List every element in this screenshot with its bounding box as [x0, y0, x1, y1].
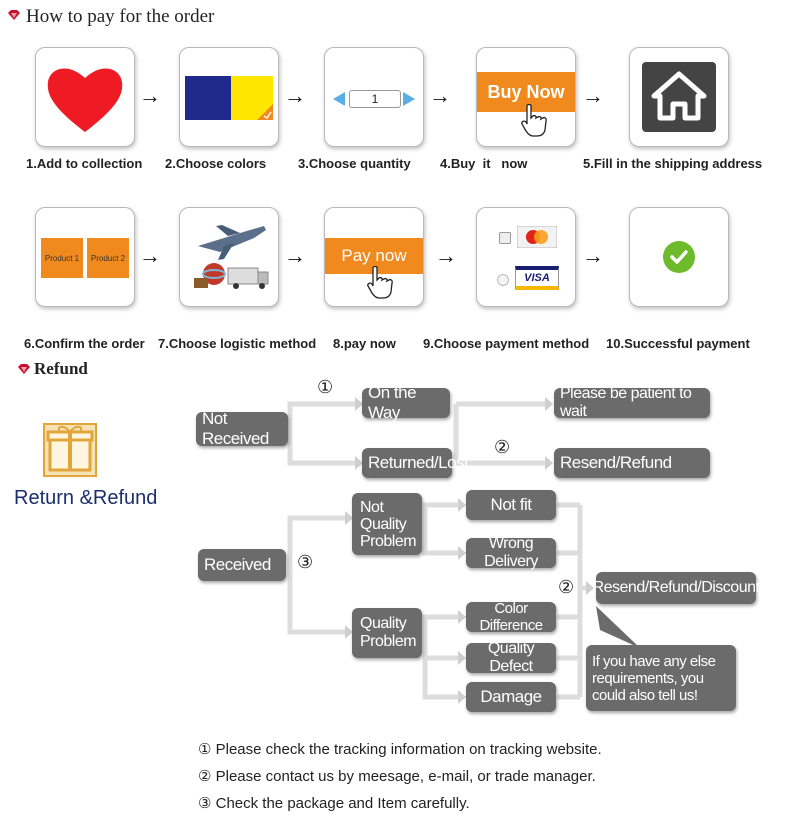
diamond-icon	[8, 10, 20, 20]
marker-2: ②	[494, 437, 511, 457]
step-10-box	[629, 207, 729, 307]
arrow-icon: →	[139, 243, 161, 268]
buy-now-button[interactable]: Buy Now	[477, 72, 575, 112]
step-9-box: VISA	[476, 207, 576, 307]
mastercard-icon	[517, 226, 557, 248]
product-1-card[interactable]: Product 1	[41, 238, 83, 278]
step-label: 10.Successful payment	[606, 336, 750, 351]
step-label: 2.Choose colors	[165, 156, 267, 171]
diamond-icon	[18, 364, 30, 374]
step-2-box	[179, 47, 279, 147]
increase-icon[interactable]	[403, 92, 415, 106]
check-circle-icon	[663, 241, 695, 273]
pay-now-button[interactable]: Pay now	[325, 238, 423, 274]
marker-2: ②	[558, 577, 575, 597]
check-corner-icon	[257, 104, 273, 120]
note-1: ① Please check the tracking information …	[198, 741, 602, 758]
step-label: 4.Buy it now	[440, 156, 528, 171]
step-label: 8.pay now	[333, 336, 396, 351]
step-label: 7.Choose logistic method	[158, 336, 317, 351]
color-difference-node: Color Difference	[466, 600, 556, 634]
step-1-box	[35, 47, 135, 147]
arrow-icon: →	[435, 243, 457, 268]
damage-node: Damage	[466, 682, 556, 712]
arrow-icon: →	[582, 243, 604, 268]
step-5-box	[629, 47, 729, 147]
radio-visa[interactable]	[497, 274, 509, 286]
resend-refund-discount-node: Resend/Refund/Discount	[593, 572, 760, 604]
wrong-delivery-node: Wrong Delivery	[466, 535, 556, 570]
note-3: ③ Check the package and Item carefully.	[198, 795, 470, 812]
home-icon	[642, 62, 716, 132]
hand-cursor-icon	[521, 104, 547, 137]
not-received-node: Not Received	[196, 409, 288, 448]
arrow-icon: →	[284, 243, 306, 268]
refund-section-title: Refund	[34, 359, 88, 378]
visa-icon: VISA	[515, 266, 559, 290]
step-label: 6.Confirm the order	[24, 336, 145, 351]
return-refund-label: Return &Refund	[14, 487, 158, 509]
received-node: Received	[198, 549, 286, 581]
arrow-icon: →	[429, 83, 451, 108]
marker-3: ③	[297, 552, 314, 572]
heart-icon	[47, 68, 123, 132]
quality-problem-node: Quality Problem	[352, 608, 422, 658]
returned-lost-node: Returned/Lost	[362, 448, 469, 478]
logistics-icon	[194, 225, 269, 289]
quality-defect-node: Quality Defect	[466, 640, 556, 675]
step-7-box	[179, 207, 279, 307]
arrow-icon: →	[582, 83, 604, 108]
step-label: 1.Add to collection	[26, 156, 143, 171]
on-the-way-node: On the Way	[362, 383, 450, 422]
product-2-card[interactable]: Product 2	[87, 238, 129, 278]
decrease-icon[interactable]	[333, 92, 345, 106]
radio-mastercard[interactable]	[499, 232, 511, 244]
step-3-box: 1	[324, 47, 424, 147]
step-6-box: Product 1 Product 2	[35, 207, 135, 307]
hand-cursor-icon	[367, 266, 393, 299]
order-section-title: How to pay for the order	[26, 6, 215, 27]
quantity-input[interactable]: 1	[349, 90, 401, 108]
not-fit-node: Not fit	[466, 490, 556, 520]
step-label: 3.Choose quantity	[298, 156, 411, 171]
step-8-box: Pay now	[324, 207, 424, 307]
color-swatch-navy[interactable]	[185, 76, 231, 120]
marker-1: ①	[317, 377, 334, 397]
step-4-box: Buy Now	[476, 47, 576, 147]
note-2: ② Please contact us by meesage, e-mail, …	[198, 768, 596, 785]
gift-box-icon	[43, 423, 97, 477]
not-quality-problem-node: Not Quality Problem	[352, 493, 422, 555]
please-wait-node: Please be patient to wait	[554, 385, 710, 420]
arrow-icon: →	[284, 83, 306, 108]
arrow-icon: →	[139, 83, 161, 108]
resend-refund-node: Resend/Refund	[554, 448, 710, 478]
requirements-callout: If you have any else requirements, you c…	[586, 645, 736, 711]
step-label: 5.Fill in the shipping address	[583, 156, 763, 171]
step-label: 9.Choose payment method	[423, 336, 590, 351]
